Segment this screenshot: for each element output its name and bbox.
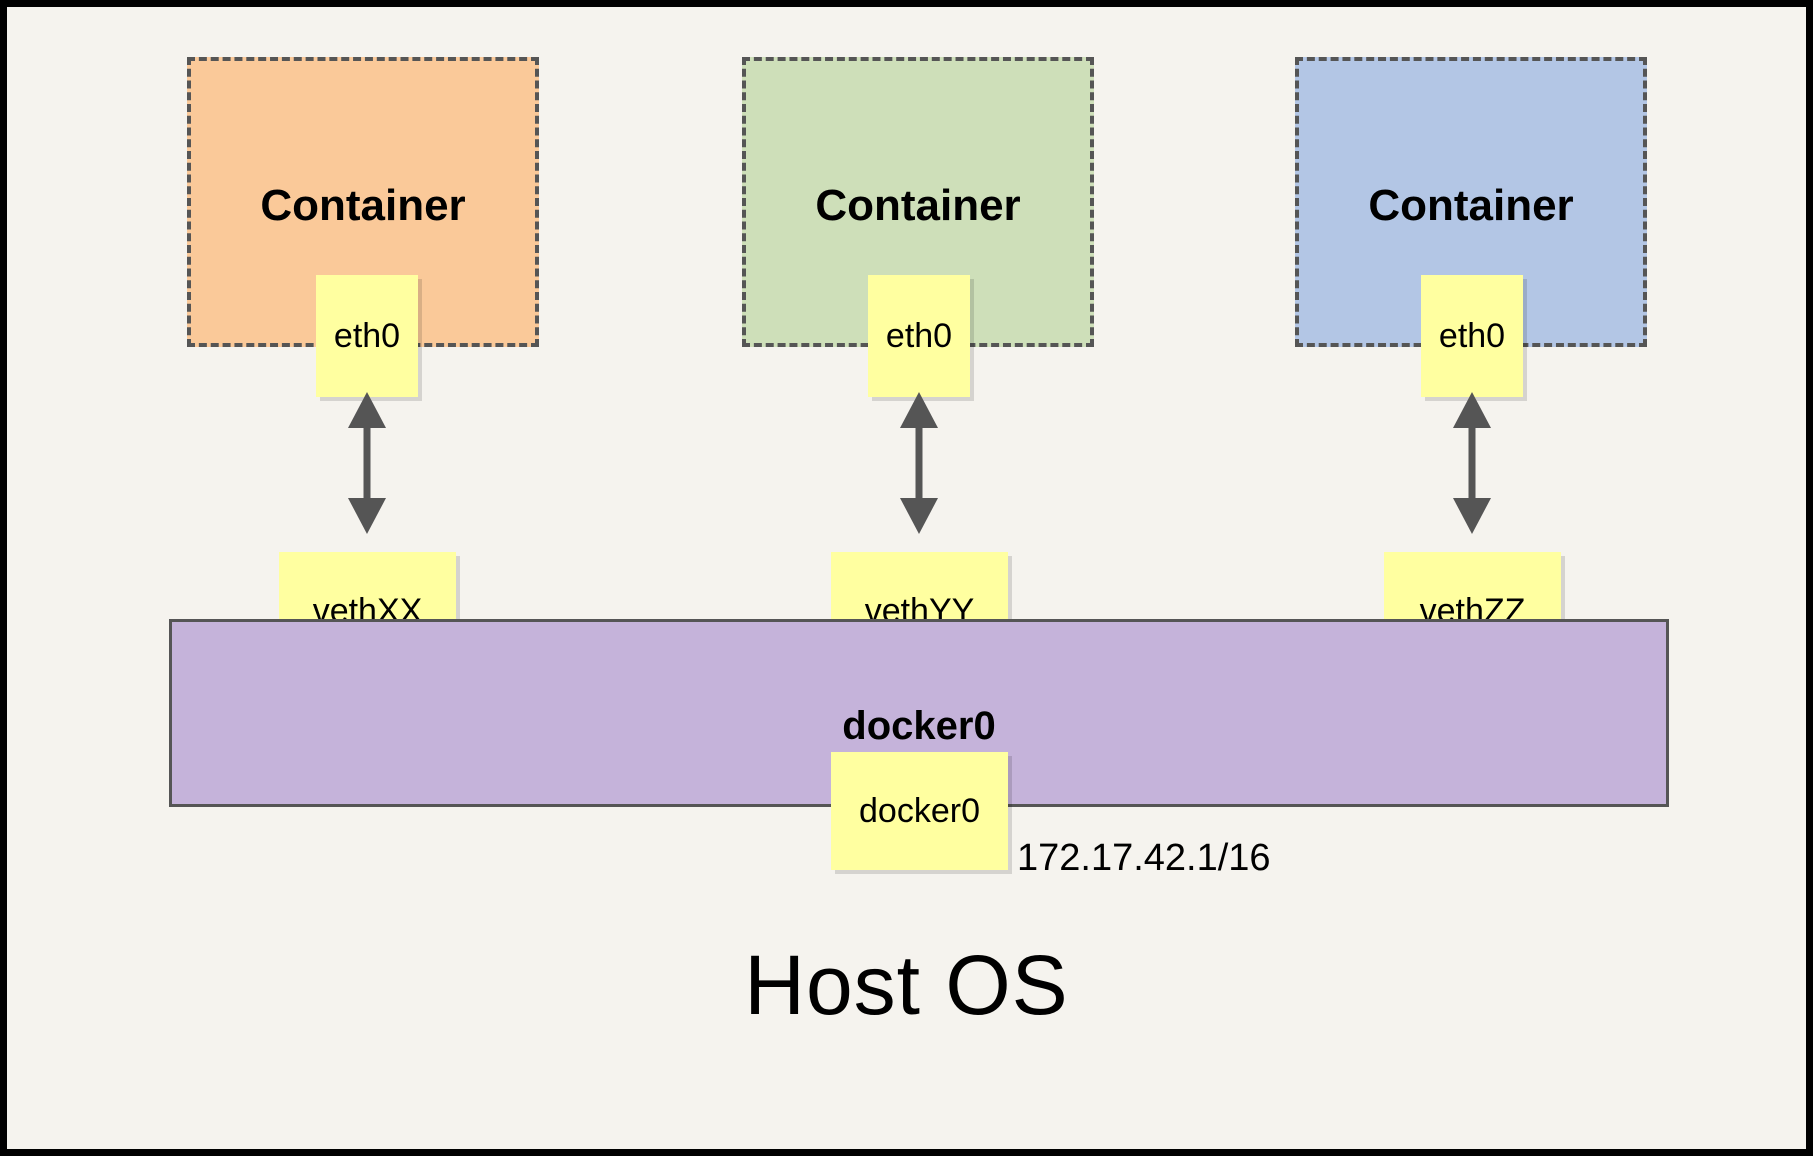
eth0-label-3: eth0 xyxy=(1438,317,1506,355)
container-title-2: Container xyxy=(815,181,1021,230)
link-arrow-2 xyxy=(900,392,938,534)
eth0-label-2: eth0 xyxy=(885,317,953,355)
link-arrow-3 xyxy=(1453,392,1491,534)
docker0-ip-label: 172.17.42.1/16 xyxy=(1017,837,1271,879)
eth0-box-1: eth0 xyxy=(316,275,418,397)
host-os-title: Host OS xyxy=(744,938,1069,1032)
eth0-box-3: eth0 xyxy=(1421,275,1523,397)
container-title-1: Container xyxy=(260,181,466,230)
diagram-stage: Container eth0 vethXX Container eth0 vet… xyxy=(7,7,1806,1149)
docker0-bridge-label: docker0 xyxy=(842,704,996,748)
link-arrow-1 xyxy=(348,392,386,534)
container-title-3: Container xyxy=(1368,181,1574,230)
eth0-box-2: eth0 xyxy=(868,275,970,397)
docker0-interface-box: docker0 xyxy=(831,752,1008,870)
docker0-interface-label: docker0 xyxy=(859,792,980,830)
eth0-label-1: eth0 xyxy=(333,317,401,355)
